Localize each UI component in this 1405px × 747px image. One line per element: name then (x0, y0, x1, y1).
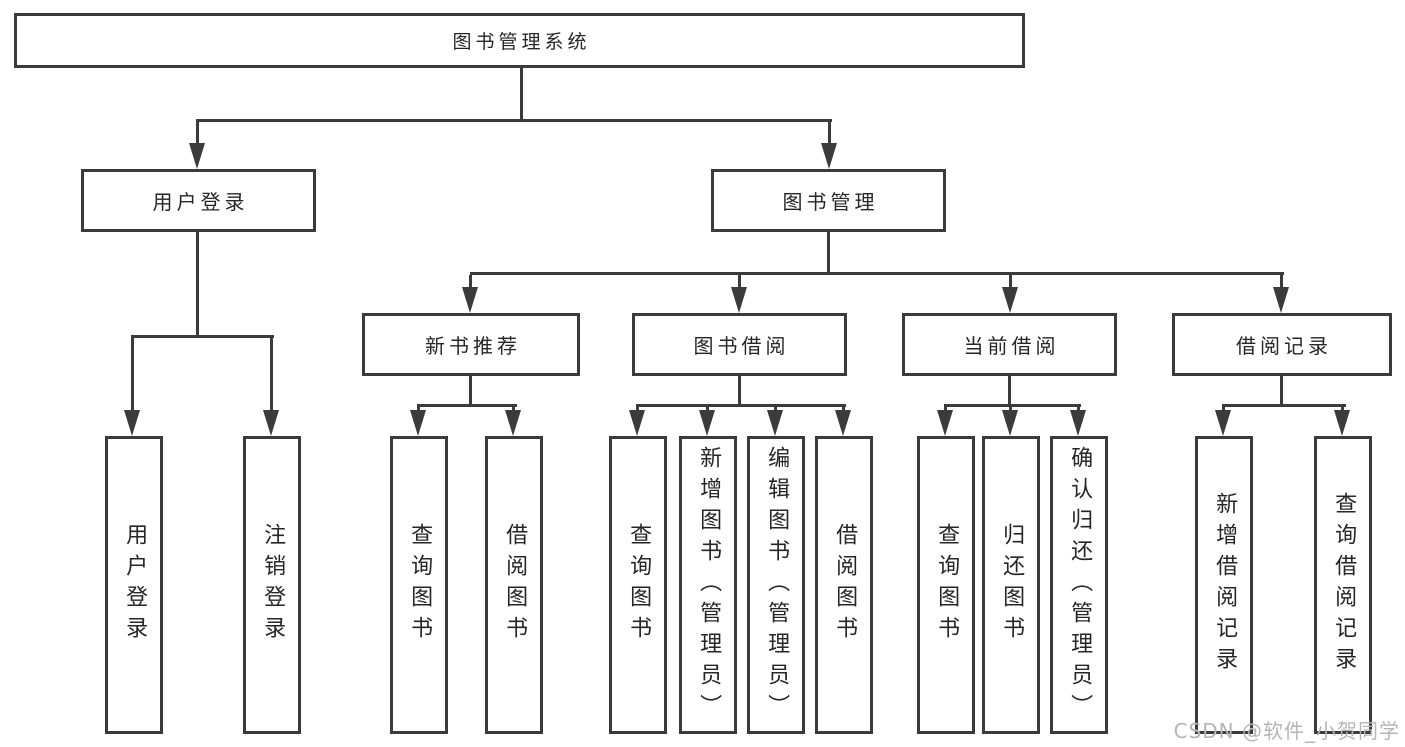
connector-arrow-down-icon (1334, 407, 1350, 436)
node-label: 编辑图书（管理员） (764, 445, 790, 725)
csdn-watermark: CSDN @软件_小贺同学 (1173, 719, 1400, 743)
node-leaf-return-books: 归还图书 (982, 436, 1040, 734)
connector-line (636, 404, 846, 407)
node-label: 查询借阅记录 (1331, 492, 1357, 678)
node-label: 图书管理系统 (452, 31, 591, 53)
node-label: 用户登录 (122, 523, 148, 647)
node-label: 查询图书 (626, 523, 652, 647)
connector-arrow-down-icon (263, 338, 279, 436)
node-leaf-add-borrow-record: 新增借阅记录 (1195, 436, 1253, 734)
node-label: 用户登录 (152, 190, 249, 214)
connector-arrow-down-icon (505, 407, 521, 436)
connector-arrow-down-icon (124, 338, 140, 436)
node-leaf-logout: 注销登录 (243, 436, 301, 734)
node-borrowing-records: 借阅记录 (1172, 313, 1392, 376)
connector-line (1222, 404, 1346, 407)
node-leaf-confirm-return-admin: 确认归还（管理员） (1050, 436, 1108, 734)
connector-arrow-down-icon (731, 275, 747, 313)
connector-line (738, 376, 741, 407)
connector-arrow-down-icon (1273, 275, 1289, 313)
connector-arrow-down-icon (189, 122, 205, 169)
node-label: 查询图书 (407, 523, 433, 647)
node-leaf-query-borrow-record: 查询借阅记录 (1314, 436, 1372, 734)
connector-arrow-down-icon (462, 275, 478, 313)
node-leaf-edit-books-admin: 编辑图书（管理员） (747, 436, 805, 734)
connector-arrow-down-icon (1002, 275, 1018, 313)
connector-arrow-down-icon (767, 407, 783, 436)
connector-line (131, 335, 274, 338)
node-label: 注销登录 (260, 523, 286, 647)
connector-arrow-down-icon (1215, 407, 1231, 436)
connector-arrow-down-icon (1002, 407, 1018, 436)
connector-line (1008, 376, 1011, 407)
node-label: 图书管理 (782, 190, 879, 214)
node-leaf-query-books-current: 查询图书 (917, 436, 975, 734)
node-label: 借阅图书 (502, 523, 528, 647)
connector-line (1280, 376, 1283, 407)
connector-line (520, 68, 523, 122)
node-current-borrowing: 当前借阅 (902, 313, 1117, 376)
node-book-management: 图书管理 (711, 169, 946, 232)
node-label: 新增借阅记录 (1212, 492, 1238, 678)
node-root-library-management-system: 图书管理系统 (14, 13, 1025, 68)
node-label: 借阅图书 (832, 523, 858, 647)
connector-line (417, 404, 517, 407)
node-leaf-borrow-books-borrowing: 借阅图书 (815, 436, 873, 734)
node-label: 查询图书 (934, 523, 960, 647)
node-label: 当前借阅 (963, 334, 1060, 358)
connector-arrow-down-icon (835, 407, 851, 436)
connector-line (196, 232, 199, 338)
node-label: 归还图书 (999, 523, 1025, 647)
node-user-login: 用户登录 (81, 169, 316, 232)
node-leaf-user-login: 用户登录 (105, 436, 163, 734)
connector-arrow-down-icon (1070, 407, 1086, 436)
node-label: 确认归还（管理员） (1067, 445, 1093, 725)
node-leaf-query-books-borrowing: 查询图书 (609, 436, 667, 734)
node-label: 新增图书（管理员） (696, 445, 722, 725)
connector-arrow-down-icon (410, 407, 426, 436)
node-leaf-query-books-recommend: 查询图书 (390, 436, 448, 734)
node-book-borrowing: 图书借阅 (632, 313, 847, 376)
node-label: 借阅记录 (1236, 334, 1332, 358)
connector-arrow-down-icon (937, 407, 953, 436)
node-leaf-add-books-admin: 新增图书（管理员） (679, 436, 737, 734)
connector-line (944, 404, 1081, 407)
connector-arrow-down-icon (821, 122, 837, 169)
node-label: 新书推荐 (425, 334, 521, 358)
connector-line (470, 272, 1284, 275)
connector-line (196, 119, 832, 122)
connector-line (827, 232, 830, 275)
connector-line (469, 376, 472, 407)
node-label: 图书借阅 (693, 334, 790, 358)
connector-arrow-down-icon (699, 407, 715, 436)
node-leaf-borrow-books-recommend: 借阅图书 (485, 436, 543, 734)
node-new-book-recommendation: 新书推荐 (362, 313, 580, 376)
connector-arrow-down-icon (629, 407, 645, 436)
